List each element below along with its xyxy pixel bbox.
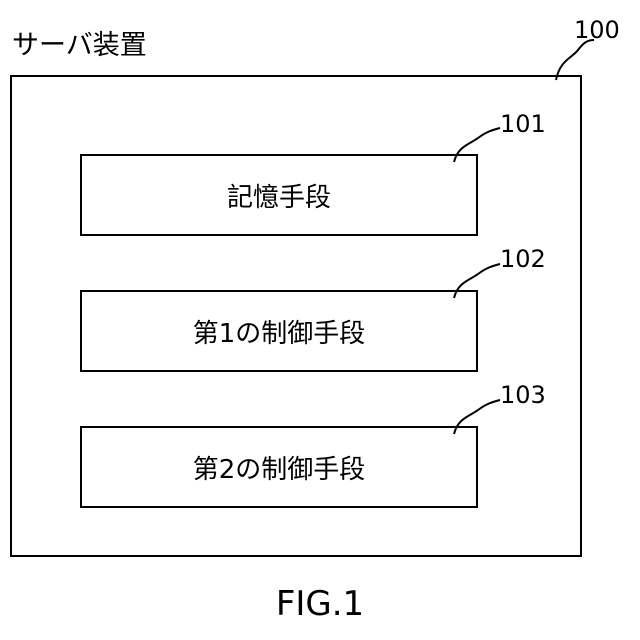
storage-means-label: 記憶手段 [227, 177, 331, 214]
second-control-means-ref-number: 103 [500, 381, 546, 409]
server-device-label: サーバ装置 [12, 28, 147, 64]
first-control-means-ref-number: 102 [500, 245, 546, 273]
leader-line-100 [556, 40, 594, 80]
second-control-means-box: 第2の制御手段 [80, 426, 478, 508]
storage-means-box: 記憶手段 [80, 154, 478, 236]
first-control-means-box: 第1の制御手段 [80, 290, 478, 372]
storage-means-ref-number: 101 [500, 110, 546, 138]
second-control-means-label: 第2の制御手段 [193, 449, 366, 486]
figure-caption: FIG.1 [0, 582, 640, 626]
first-control-means-label: 第1の制御手段 [193, 313, 366, 350]
server-device-ref-number: 100 [574, 16, 620, 44]
